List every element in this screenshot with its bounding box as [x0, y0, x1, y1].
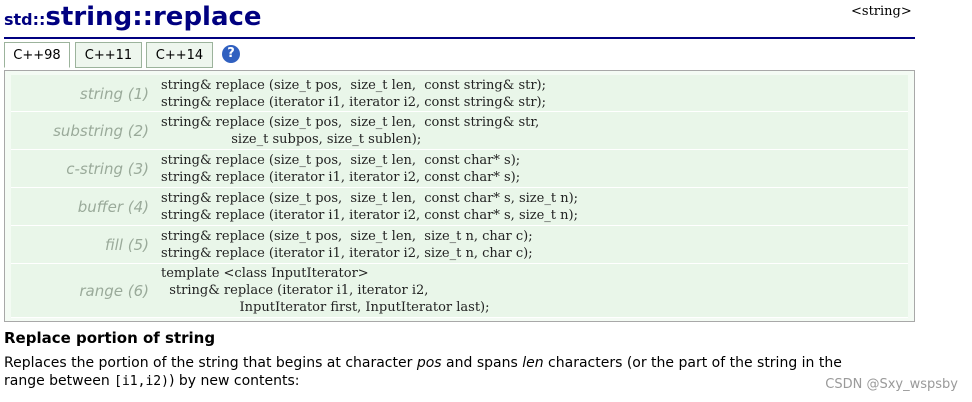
page-title: std::string::replace: [4, 2, 262, 32]
prototype-row-substring: substring (2) string& replace (size_t po…: [11, 112, 908, 150]
prototype-label: buffer (4): [77, 198, 149, 216]
code-line: string& replace (size_t pos, size_t len,…: [161, 229, 533, 244]
title-member: replace: [152, 2, 262, 32]
tab-cpp14[interactable]: C++14: [146, 42, 213, 68]
prototype-code: string& replace (size_t pos, size_t len,…: [161, 228, 533, 262]
prototype-row-buffer: buffer (4) string& replace (size_t pos, …: [11, 188, 908, 226]
description-text: Replaces the portion of the string that …: [4, 355, 417, 371]
prototype-label: substring (2): [53, 122, 149, 140]
code-line: string& replace (iterator i1, iterator i…: [161, 208, 578, 223]
prototype-row-cstring: c-string (3) string& replace (size_t pos…: [11, 150, 908, 188]
prototype-label: range (6): [79, 282, 149, 300]
param-pos: pos: [416, 355, 442, 371]
section-heading: Replace portion of string: [4, 329, 216, 347]
code-line: InputIterator first, InputIterator last)…: [161, 300, 490, 315]
code-line: string& replace (size_t pos, size_t len,…: [161, 78, 547, 93]
tab-cpp98[interactable]: C++98: [4, 42, 70, 68]
watermark: CSDN @Sxy_wspsby: [825, 377, 958, 392]
header-tag: <string>: [851, 4, 912, 19]
range-code: [i1,i2): [114, 374, 169, 389]
description-text: and spans: [441, 355, 523, 371]
prototype-code: string& replace (size_t pos, size_t len,…: [161, 114, 539, 148]
title-separator: ::: [132, 2, 153, 32]
code-line: size_t subpos, size_t sublen);: [161, 132, 422, 147]
prototype-row-string: string (1) string& replace (size_t pos, …: [11, 75, 908, 112]
title-divider: [4, 37, 915, 39]
prototype-label: fill (5): [104, 236, 149, 254]
code-line: string& replace (iterator i1, iterator i…: [161, 95, 546, 110]
description-text: characters (or the part of the string in…: [543, 355, 842, 371]
code-line: string& replace (size_t pos, size_t len,…: [161, 153, 521, 168]
description-paragraph: Replaces the portion of the string that …: [4, 354, 924, 391]
title-namespace: std::: [4, 10, 46, 29]
prototype-code: string& replace (size_t pos, size_t len,…: [161, 152, 520, 186]
code-line: string& replace (iterator i1, iterator i…: [161, 170, 521, 185]
prototype-row-range: range (6) template <class InputIterator>…: [11, 264, 908, 318]
prototype-table: string (1) string& replace (size_t pos, …: [4, 70, 915, 322]
prototype-code: string& replace (size_t pos, size_t len,…: [161, 190, 578, 224]
help-icon[interactable]: ?: [222, 45, 240, 63]
prototype-code: string& replace (size_t pos, size_t len,…: [161, 77, 546, 111]
prototype-label: string (1): [79, 85, 149, 103]
code-line: template <class InputIterator>: [161, 266, 369, 281]
code-line: string& replace (iterator i1, iterator i…: [161, 283, 429, 298]
param-len: len: [522, 355, 544, 371]
description-text: ) by new contents:: [168, 373, 300, 389]
code-line: string& replace (iterator i1, iterator i…: [161, 246, 533, 261]
prototype-row-fill: fill (5) string& replace (size_t pos, si…: [11, 226, 908, 264]
description-text: range between: [4, 373, 115, 389]
code-line: string& replace (size_t pos, size_t len,…: [161, 191, 579, 206]
prototype-label: c-string (3): [66, 160, 149, 178]
code-line: string& replace (size_t pos, size_t len,…: [161, 115, 540, 130]
prototype-code: template <class InputIterator> string& r…: [161, 265, 490, 316]
tab-cpp11[interactable]: C++11: [75, 42, 142, 68]
title-class: string: [45, 2, 133, 32]
